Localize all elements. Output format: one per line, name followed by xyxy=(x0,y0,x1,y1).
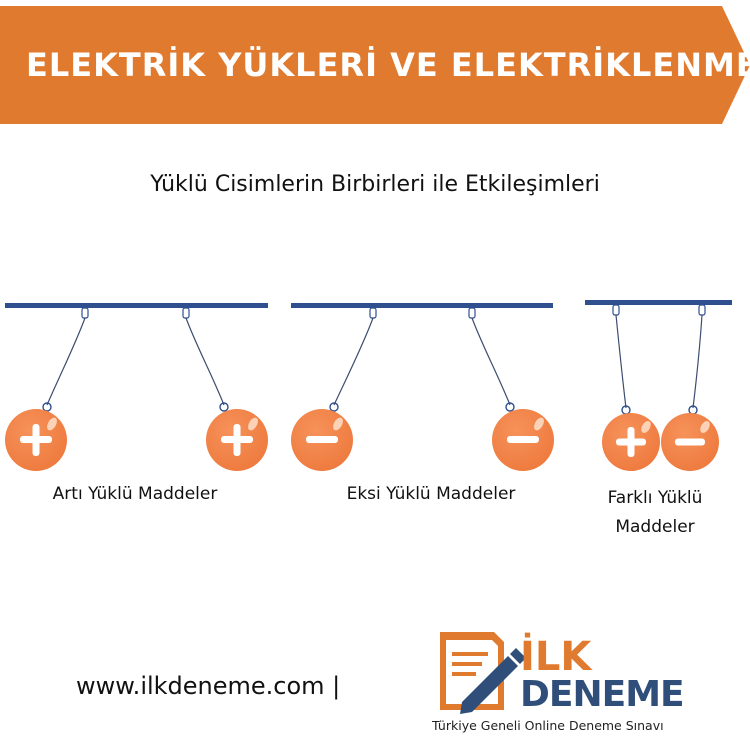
hook xyxy=(612,304,620,316)
caption-mixed: Farklı Yüklü Maddeler xyxy=(607,488,703,537)
logo-tagline: Türkiye Geneli Online Deneme Sınavı xyxy=(432,718,664,733)
string xyxy=(333,317,374,406)
group-positive-positive xyxy=(5,303,268,471)
hook xyxy=(369,307,377,319)
support-bar xyxy=(585,300,732,305)
string xyxy=(692,314,703,409)
ball-ring xyxy=(219,402,229,412)
website-link[interactable]: www.ilkdeneme.com | xyxy=(76,672,341,700)
support-bar xyxy=(291,303,553,308)
document-pen-icon xyxy=(440,632,526,714)
logo-text-deneme: DENEME xyxy=(520,674,685,715)
hook xyxy=(81,307,89,319)
string xyxy=(471,317,511,406)
header-banner: ELEKTRİK YÜKLERİ VE ELEKTRİKLENME xyxy=(0,6,750,124)
minus-sign-icon xyxy=(507,436,539,443)
minus-sign-icon xyxy=(306,436,338,443)
page-title: ELEKTRİK YÜKLERİ VE ELEKTRİKLENME xyxy=(26,46,750,84)
hook xyxy=(182,307,190,319)
ball-ring xyxy=(42,402,52,412)
caption-negative: Eksi Yüklü Maddeler xyxy=(346,484,516,504)
group-positive-negative xyxy=(585,300,732,471)
hook xyxy=(468,307,476,319)
logo-text-ilk: İLK xyxy=(520,634,592,680)
string xyxy=(46,317,86,406)
minus-sign-icon xyxy=(675,438,705,446)
brand-logo: İLK DENEME Türkiye Geneli Online Deneme … xyxy=(432,628,742,738)
diagram-subtitle: Yüklü Cisimlerin Birbirleri ile Etkileşi… xyxy=(150,172,600,197)
string xyxy=(615,314,627,409)
string xyxy=(185,317,225,406)
support-bar xyxy=(5,303,268,308)
hook xyxy=(698,304,706,316)
group-negative-negative xyxy=(291,303,554,471)
ball-ring xyxy=(505,402,515,412)
caption-positive: Artı Yüklü Maddeler xyxy=(52,484,218,504)
banner-shape xyxy=(0,6,750,124)
ball-ring xyxy=(329,402,339,412)
